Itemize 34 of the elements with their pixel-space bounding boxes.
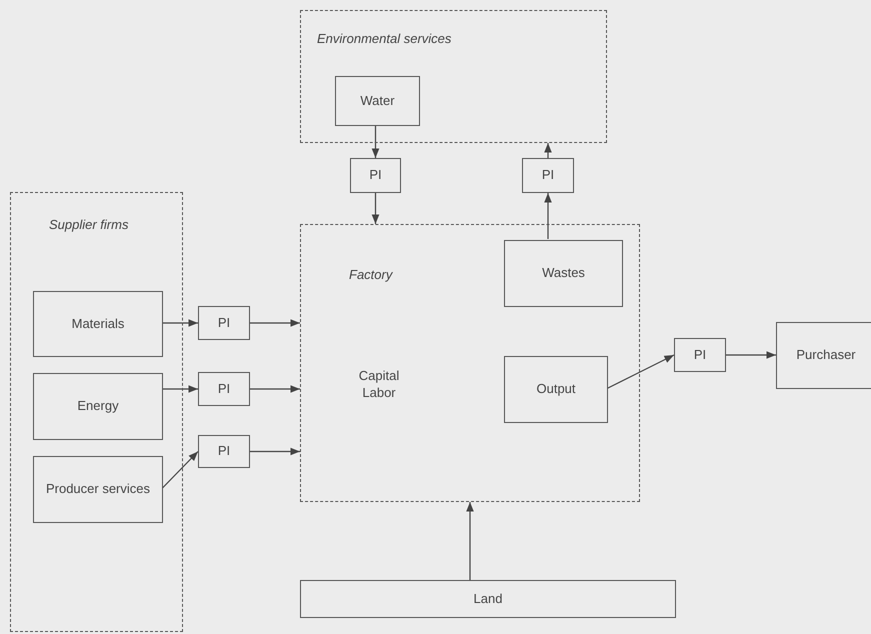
arrow (544, 143, 552, 158)
arrow (162, 451, 198, 489)
group-title: Environmental services (317, 31, 452, 48)
process-box: PI (198, 306, 250, 340)
process-box: PI (674, 338, 726, 372)
group-title: Factory (349, 267, 394, 284)
arrow (250, 448, 300, 456)
arrow (544, 193, 552, 239)
arrow (466, 502, 474, 580)
process-box: Output (504, 356, 608, 423)
group-text: Capital Labor (358, 368, 400, 402)
dashed-group-frame (10, 192, 183, 632)
arrow (162, 319, 198, 327)
process-box: PI (350, 158, 401, 193)
arrow (372, 125, 380, 158)
process-box: Producer services (33, 456, 163, 523)
process-box: PI (522, 158, 574, 193)
arrow (606, 354, 674, 390)
process-box: Purchaser (776, 322, 871, 389)
process-box: Wastes (504, 240, 623, 307)
arrow (250, 385, 300, 393)
arrow (162, 385, 198, 393)
arrow (372, 193, 380, 224)
process-box: Land (300, 580, 676, 618)
arrow (250, 319, 300, 327)
process-box: Materials (33, 291, 163, 357)
dashed-group-frame (300, 224, 640, 502)
group-title: Supplier firms (49, 217, 130, 234)
process-box: PI (198, 372, 250, 406)
arrow (726, 351, 776, 359)
process-box: Energy (33, 373, 163, 440)
process-box: Water (335, 76, 420, 126)
dashed-group-frame (300, 10, 607, 143)
process-box: PI (198, 435, 250, 468)
